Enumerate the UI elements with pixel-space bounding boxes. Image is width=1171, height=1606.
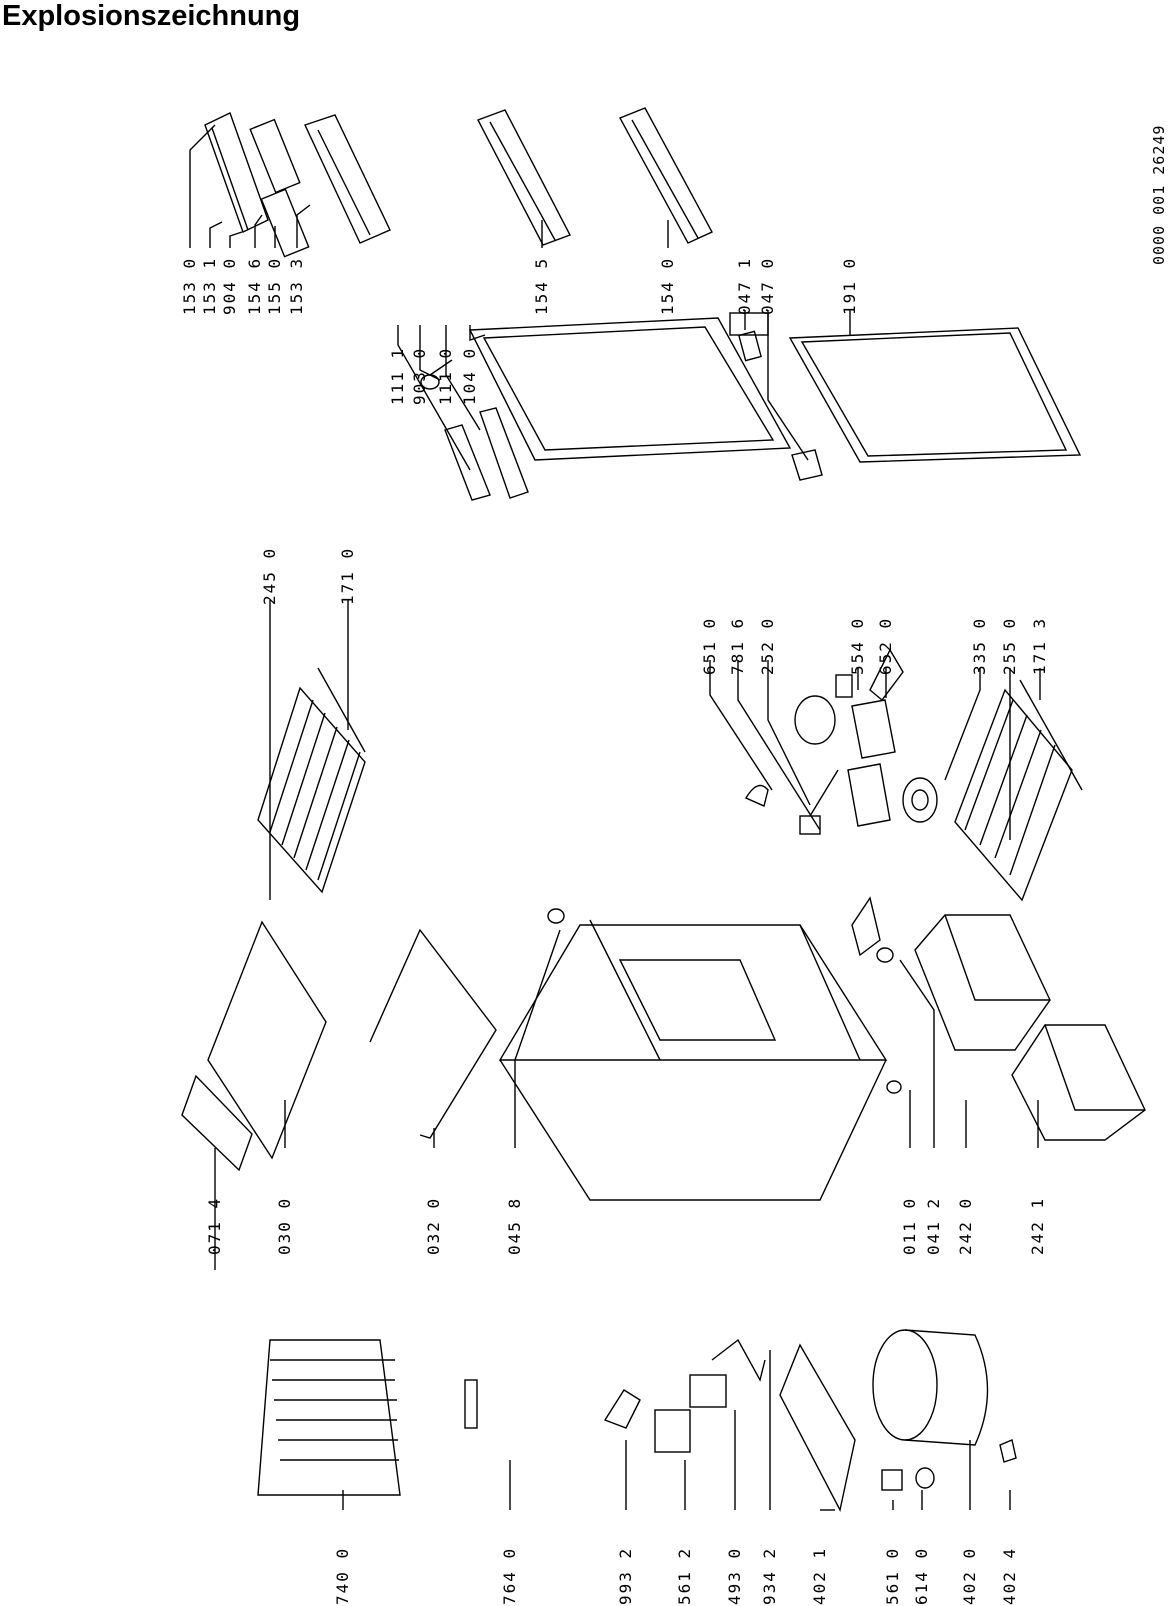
part-label: 111 0 xyxy=(436,346,455,405)
part-label: 652 0 xyxy=(876,616,895,675)
part-label: 245 0 xyxy=(260,546,279,605)
door-shelf-middle xyxy=(477,109,571,246)
part-label: 651 0 xyxy=(700,616,719,675)
thermostat-ring xyxy=(794,695,836,745)
drip-tray xyxy=(779,1343,856,1513)
part-label: 191 0 xyxy=(840,256,859,315)
crisper-drawer-lower xyxy=(1011,1024,1146,1141)
door-shelf-bottom xyxy=(619,107,713,244)
door-gasket xyxy=(788,327,1082,463)
wire-shelf xyxy=(257,686,366,894)
egg-tray-lower xyxy=(260,188,310,258)
part-label: 493 0 xyxy=(725,1546,744,1605)
glass-shelf-trim xyxy=(1019,679,1083,791)
door-panel xyxy=(468,317,792,461)
part-label: 252 0 xyxy=(758,616,777,675)
part-label: 903 0 xyxy=(410,346,429,405)
hinge-pin xyxy=(876,947,894,963)
butter-compartment xyxy=(204,112,269,233)
part-label: 153 3 xyxy=(287,256,306,315)
lamp-bulb xyxy=(744,784,769,807)
part-label: 402 4 xyxy=(1000,1546,1019,1605)
cabinet-seal xyxy=(369,928,497,1139)
lamp-socket xyxy=(799,769,839,835)
capillary-sensor xyxy=(603,1389,641,1429)
overload-protector xyxy=(689,1374,727,1408)
part-label: 045 8 xyxy=(505,1196,524,1255)
cabinet-screw xyxy=(547,908,565,924)
part-label: 154 6 xyxy=(245,256,264,315)
top-vent-grille xyxy=(181,1074,253,1172)
part-label: 041 2 xyxy=(924,1196,943,1255)
part-label: 153 0 xyxy=(180,256,199,315)
part-label: 255 0 xyxy=(1000,616,1019,675)
thermostat-knob xyxy=(902,777,938,823)
compressor xyxy=(872,1329,989,1446)
door-knob xyxy=(420,359,453,390)
start-relay xyxy=(881,1469,903,1491)
part-label: 561 0 xyxy=(883,1546,902,1605)
part-label: 171 0 xyxy=(338,546,357,605)
part-label: 011 0 xyxy=(900,1196,919,1255)
part-label: 561 2 xyxy=(675,1546,694,1605)
page-title: Explosionszeichnung xyxy=(2,0,301,32)
part-label: 554 0 xyxy=(848,616,867,675)
part-label: 047 0 xyxy=(758,256,777,315)
glass-shelf xyxy=(954,688,1073,902)
part-label: 154 0 xyxy=(658,256,677,315)
part-label: 047 1 xyxy=(735,256,754,315)
part-label: 335 0 xyxy=(970,616,989,675)
wire-harness xyxy=(711,1338,766,1382)
condenser-coil xyxy=(257,1339,401,1496)
part-label: 242 0 xyxy=(956,1196,975,1255)
part-label: 155 0 xyxy=(265,256,284,315)
cabinet-foot xyxy=(886,1080,902,1094)
part-label: 993 2 xyxy=(616,1546,635,1605)
part-label: 934 2 xyxy=(760,1546,779,1605)
crisper-drawer-upper xyxy=(914,914,1051,1051)
thermostat-sensor xyxy=(869,648,904,702)
door-shelf-top xyxy=(304,114,391,244)
cabinet-body xyxy=(498,919,888,1201)
hinge-bracket xyxy=(851,896,881,957)
shelf-trim-top xyxy=(317,667,366,753)
part-label: 032 0 xyxy=(424,1196,443,1255)
thermostat-housing xyxy=(847,699,896,827)
drier-filter xyxy=(464,1379,478,1429)
compressor-clip xyxy=(999,1439,1017,1463)
part-label: 402 0 xyxy=(960,1546,979,1605)
part-label: 071 4 xyxy=(205,1196,224,1255)
grommet xyxy=(915,1467,935,1489)
door-handle xyxy=(444,407,529,501)
part-label: 104 0 xyxy=(460,346,479,405)
egg-tray-upper xyxy=(249,118,301,194)
door-hinge-bottom xyxy=(791,449,823,481)
part-label: 740 0 xyxy=(333,1546,352,1605)
part-label: 402 1 xyxy=(810,1546,829,1605)
part-label: 764 0 xyxy=(500,1546,519,1605)
part-label: 781 6 xyxy=(728,616,747,675)
part-label: 242 1 xyxy=(1028,1196,1047,1255)
top-cover-plate xyxy=(207,920,327,1160)
part-label: 171 3 xyxy=(1030,616,1049,675)
part-label: 154 5 xyxy=(532,256,551,315)
part-label: 111 1 xyxy=(388,346,407,405)
part-label: 153 1 xyxy=(200,256,219,315)
thermostat-switch xyxy=(835,674,853,698)
part-label: 030 0 xyxy=(275,1196,294,1255)
part-label: 904 0 xyxy=(220,256,239,315)
relay-box xyxy=(654,1409,691,1453)
door-hinge-top xyxy=(729,312,769,362)
part-label: 614 0 xyxy=(912,1546,931,1605)
